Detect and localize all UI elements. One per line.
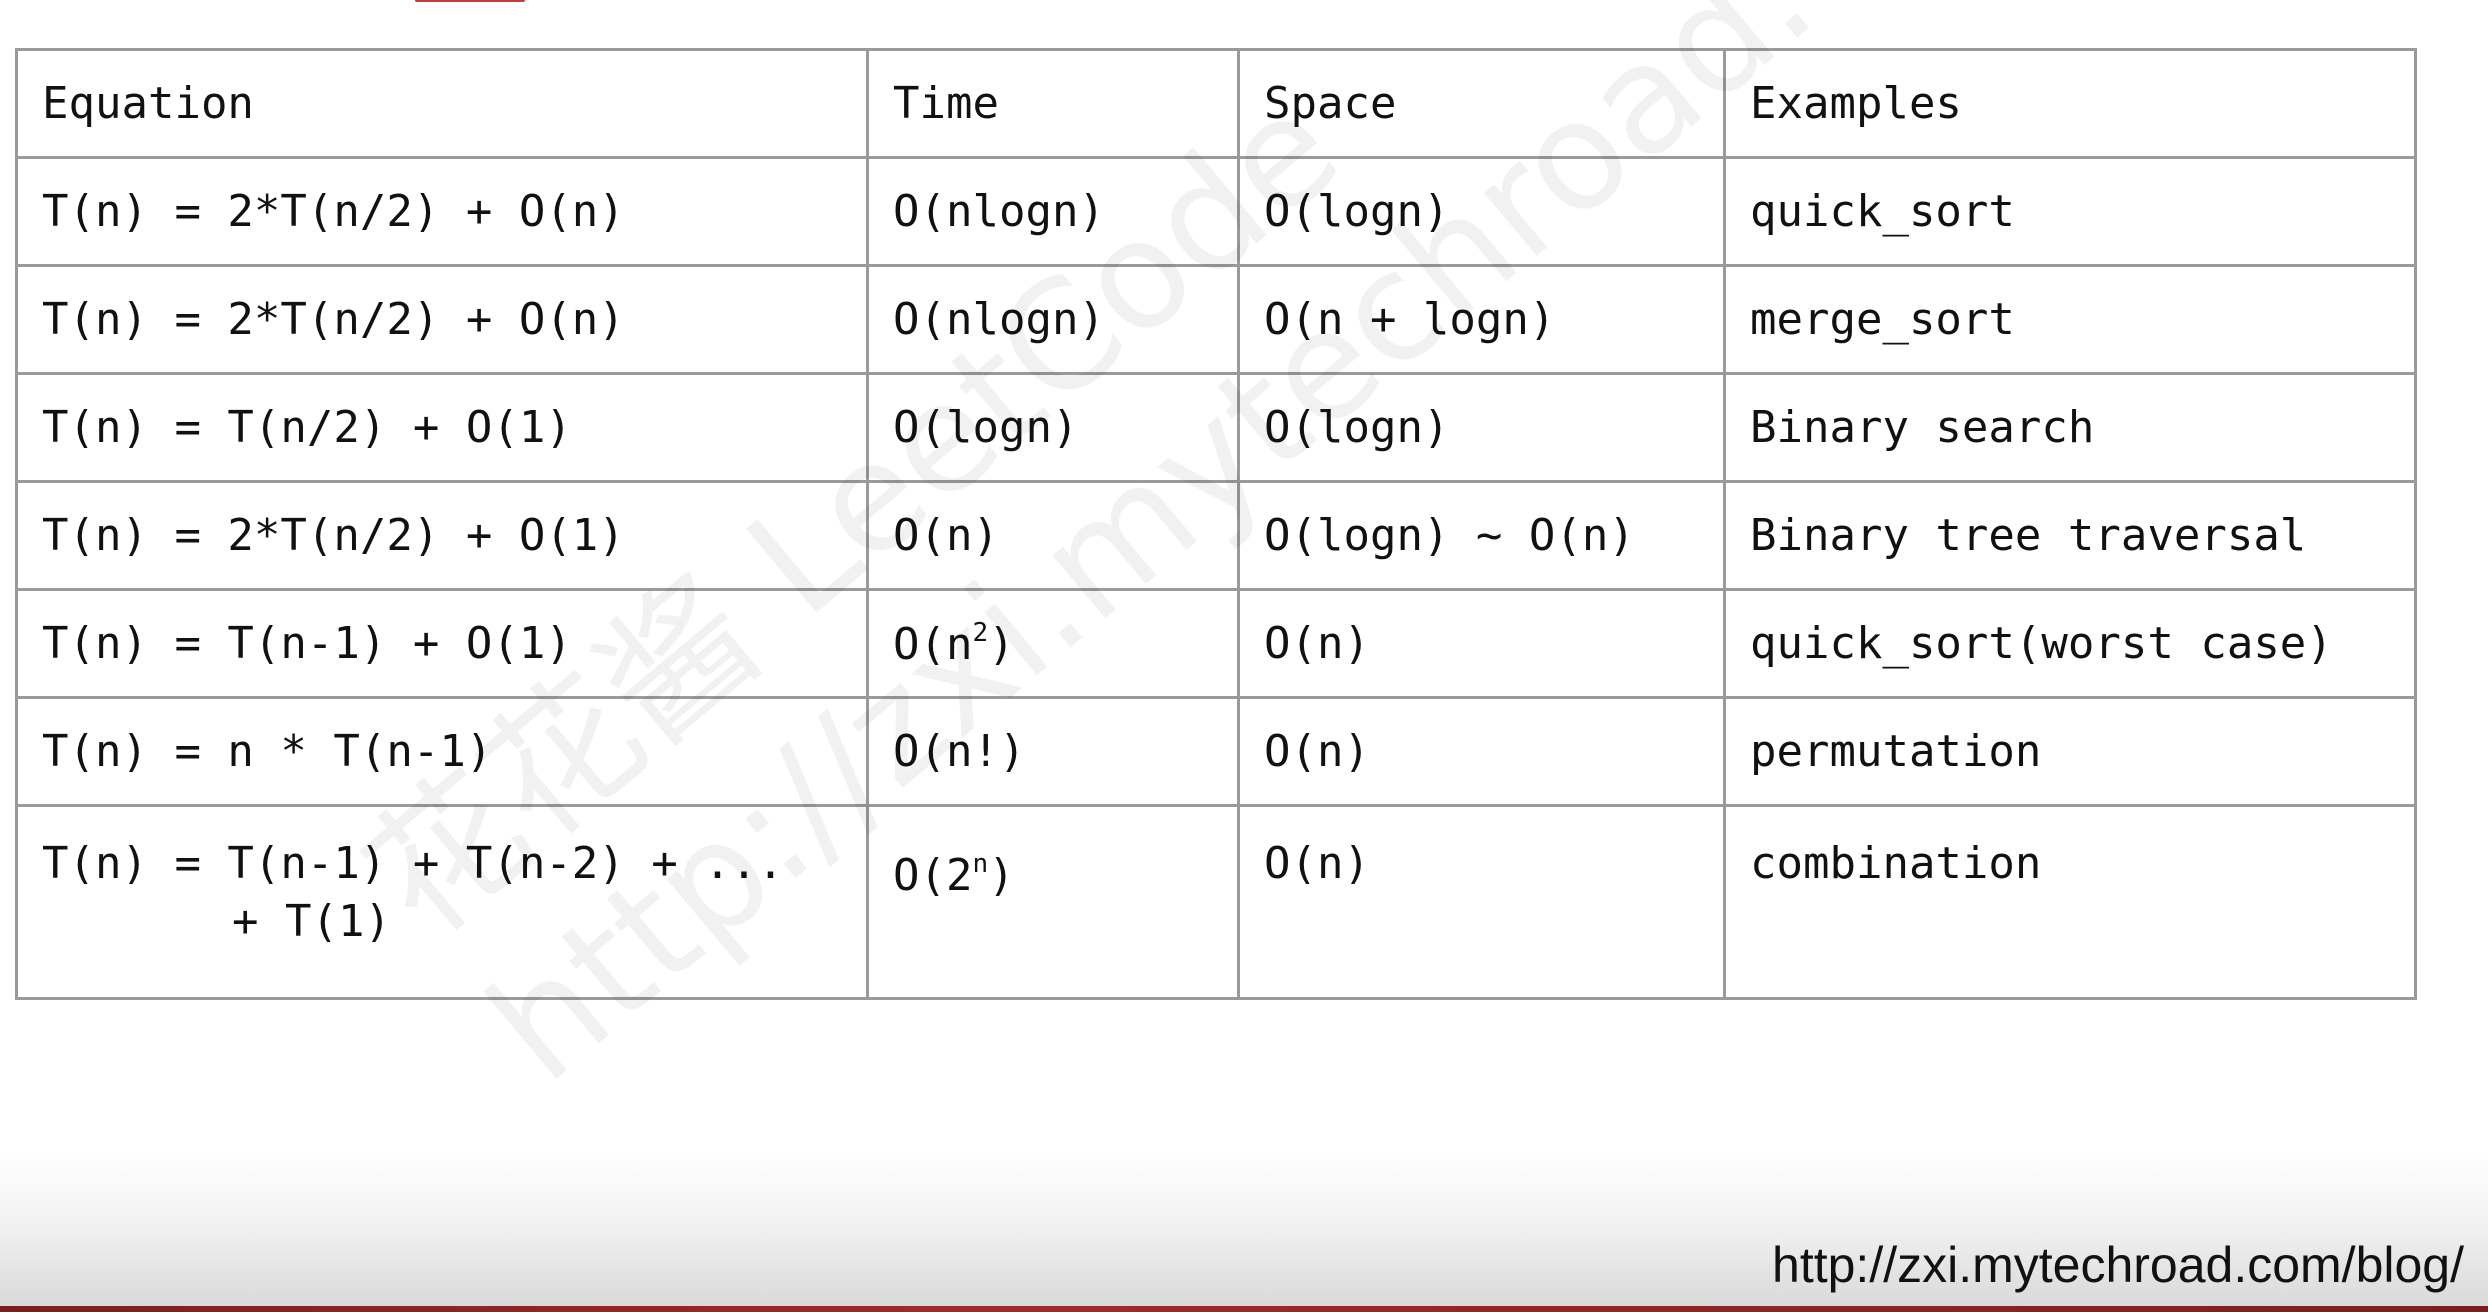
- header-space: Space: [1237, 48, 1726, 159]
- cell-example: combination: [1723, 804, 2417, 1000]
- table-row: T(n) = T(n/2) + O(1) O(logn) O(logn) Bin…: [15, 372, 2417, 483]
- time-close: ): [988, 618, 1015, 670]
- cell-example: merge_sort: [1723, 264, 2417, 375]
- header-examples: Examples: [1723, 48, 2417, 159]
- cell-example: quick_sort: [1723, 156, 2417, 267]
- cell-equation: T(n) = T(n-1) + T(n-2) + ... + T(1): [15, 804, 869, 1000]
- header-equation: Equation: [15, 48, 869, 159]
- time-base: O(2: [893, 850, 973, 901]
- cell-space: O(logn): [1237, 156, 1726, 267]
- table-row: T(n) = T(n-1) + O(1) O(n2) O(n) quick_so…: [15, 588, 2417, 699]
- cell-time: O(n): [866, 480, 1240, 591]
- table-header-row: Equation Time Space Examples: [15, 48, 2417, 159]
- footer-accent-line: [0, 1306, 2488, 1312]
- time-base: O(n: [893, 618, 973, 670]
- cell-space: O(logn): [1237, 372, 1726, 483]
- cell-equation: T(n) = 2*T(n/2) + O(n): [15, 264, 869, 375]
- cell-equation: T(n) = 2*T(n/2) + O(n): [15, 156, 869, 267]
- cell-space: O(n + logn): [1237, 264, 1726, 375]
- table-row: T(n) = 2*T(n/2) + O(n) O(nlogn) O(n + lo…: [15, 264, 2417, 375]
- time-close: ): [988, 850, 1015, 901]
- cell-time: O(logn): [866, 372, 1240, 483]
- table-row: T(n) = T(n-1) + T(n-2) + ... + T(1) O(2n…: [15, 804, 2417, 1000]
- header-fragment: 定理: [415, 0, 643, 2]
- cell-example: Binary tree traversal: [1723, 480, 2417, 591]
- header-fragment-text: 定理: [555, 0, 643, 2]
- cell-space: O(n): [1237, 696, 1726, 807]
- header-time: Time: [866, 48, 1240, 159]
- cell-time: O(nlogn): [866, 156, 1240, 267]
- equation-line-2: + T(1): [232, 896, 391, 947]
- cell-space: O(n): [1237, 588, 1726, 699]
- cell-example: Binary search: [1723, 372, 2417, 483]
- cell-example: permutation: [1723, 696, 2417, 807]
- cell-time: O(n!): [866, 696, 1240, 807]
- cell-equation: T(n) = 2*T(n/2) + O(1): [15, 480, 869, 591]
- time-superscript: n: [972, 849, 989, 879]
- table-row: T(n) = n * T(n-1) O(n!) O(n) permutation: [15, 696, 2417, 807]
- cell-example: quick_sort(worst case): [1723, 588, 2417, 699]
- cell-time: O(nlogn): [866, 264, 1240, 375]
- time-superscript: 2: [972, 617, 989, 648]
- equation-line-1: T(n) = T(n-1) + T(n-2) + ...: [42, 838, 784, 889]
- table-row: T(n) = 2*T(n/2) + O(1) O(n) O(logn) ~ O(…: [15, 480, 2417, 591]
- cell-space: O(n): [1237, 804, 1726, 1000]
- table-row: T(n) = 2*T(n/2) + O(n) O(nlogn) O(logn) …: [15, 156, 2417, 267]
- header-accent-bar: [415, 0, 525, 2]
- cell-equation: T(n) = T(n/2) + O(1): [15, 372, 869, 483]
- footer-url: http://zxi.mytechroad.com/blog/: [1772, 1237, 2464, 1293]
- cell-time: O(n2): [866, 588, 1240, 699]
- cell-time: O(2n): [866, 804, 1240, 1000]
- cell-equation: T(n) = n * T(n-1): [15, 696, 869, 807]
- footer-band: [0, 1150, 2488, 1308]
- complexity-table: Equation Time Space Examples T(n) = 2*T(…: [15, 48, 2417, 1000]
- cell-equation: T(n) = T(n-1) + O(1): [15, 588, 869, 699]
- cell-space: O(logn) ~ O(n): [1237, 480, 1726, 591]
